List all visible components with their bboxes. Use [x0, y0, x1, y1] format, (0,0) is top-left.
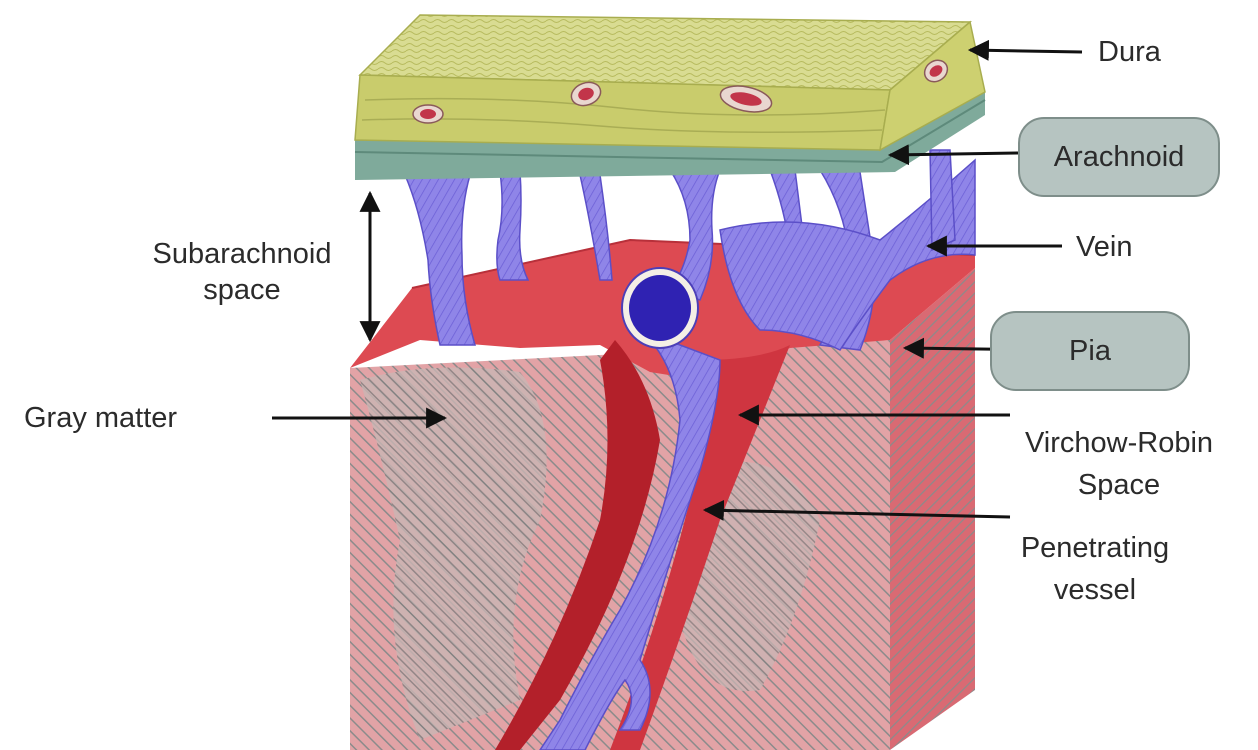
label-subarachnoid-line1: Subarachnoid: [128, 236, 356, 272]
label-subarachnoid-line2: space: [128, 272, 356, 308]
dura-pointer-arrow: [970, 50, 1082, 52]
label-gray-matter: Gray matter: [24, 400, 177, 436]
label-penetrating-vessel: Penetrating vessel: [990, 527, 1200, 611]
label-pia: Pia: [1069, 335, 1111, 368]
label-vein: Vein: [1076, 229, 1132, 265]
label-virchow-robin-space: Virchow-Robin Space: [1000, 422, 1238, 506]
label-arachnoid-box: Arachnoid: [1018, 117, 1220, 197]
dura-layer: [355, 15, 985, 150]
label-subarachnoid-space: Subarachnoid space: [128, 236, 356, 308]
vessel-cross-section: [622, 268, 698, 348]
arachnoid-pointer-arrow: [890, 153, 1018, 155]
label-arachnoid: Arachnoid: [1054, 141, 1185, 174]
label-dura: Dura: [1098, 34, 1161, 70]
label-pia-box: Pia: [990, 311, 1190, 391]
label-virchow-line2: Space: [1000, 464, 1238, 506]
label-virchow-line1: Virchow-Robin: [1000, 422, 1238, 464]
label-penetrating-line1: Penetrating: [990, 527, 1200, 569]
label-penetrating-line2: vessel: [990, 569, 1200, 611]
